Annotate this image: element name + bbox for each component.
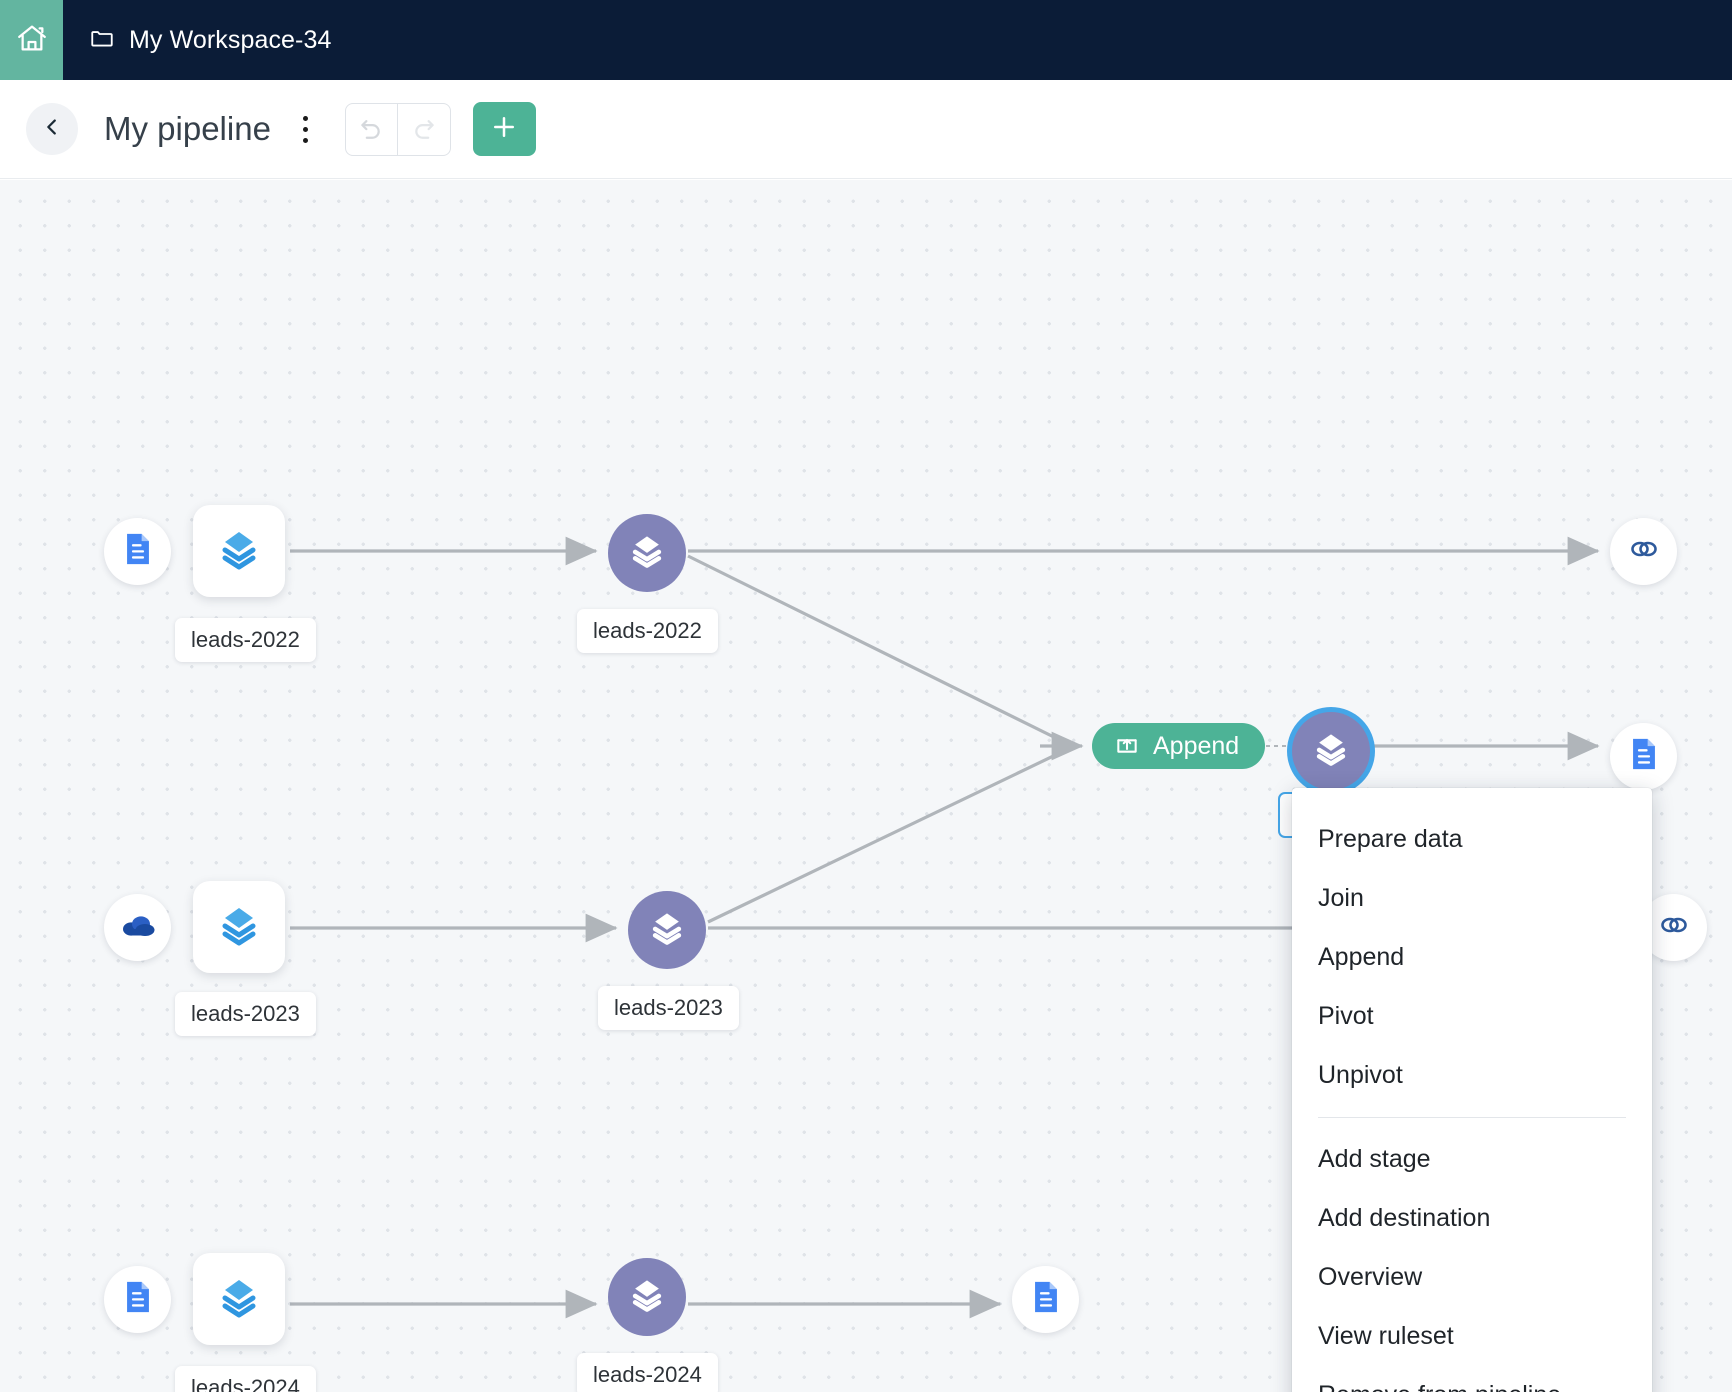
document-icon bbox=[1031, 1280, 1061, 1319]
menu-item-add-destination[interactable]: Add destination bbox=[1318, 1204, 1491, 1232]
menu-item-join[interactable]: Join bbox=[1318, 884, 1364, 912]
dataset-node-append-selected[interactable] bbox=[1292, 712, 1370, 790]
pipeline-options-menu-button[interactable] bbox=[293, 109, 319, 149]
dataset-label-leads-2024[interactable]: leads-2024 bbox=[577, 1353, 718, 1392]
node-context-menu: Prepare data Join Append Pivot Unpivot A… bbox=[1292, 788, 1652, 1392]
pipeline-toolbar: My pipeline bbox=[0, 80, 1732, 179]
stage-label-leads-2022[interactable]: leads-2022 bbox=[175, 618, 316, 662]
layers-blue-icon bbox=[216, 902, 262, 953]
plus-icon bbox=[489, 112, 519, 147]
undo-redo-group bbox=[344, 102, 451, 156]
add-button[interactable] bbox=[472, 102, 536, 156]
layers-white-icon bbox=[1310, 728, 1352, 775]
dataset-node-leads-2023[interactable] bbox=[628, 891, 706, 969]
menu-item-add-stage[interactable]: Add stage bbox=[1318, 1145, 1431, 1173]
page-title: My pipeline bbox=[104, 110, 271, 147]
menu-item-remove-from-pipeline[interactable]: Remove from pipeline bbox=[1292, 1366, 1652, 1392]
dataset-label-leads-2023[interactable]: leads-2023 bbox=[598, 986, 739, 1030]
back-button[interactable] bbox=[26, 103, 78, 155]
source-node-leads-2024[interactable] bbox=[104, 1266, 171, 1333]
menu-item-overview[interactable]: Overview bbox=[1318, 1263, 1423, 1291]
link-chain-icon bbox=[1626, 531, 1662, 572]
menu-item-view-ruleset[interactable]: View ruleset bbox=[1318, 1322, 1454, 1350]
menu-item-pivot[interactable]: Pivot bbox=[1318, 1002, 1374, 1030]
undo-button[interactable] bbox=[346, 103, 398, 155]
chevron-left-icon bbox=[41, 116, 63, 143]
document-icon bbox=[123, 1280, 153, 1319]
more-vertical-icon bbox=[303, 126, 309, 132]
stage-node-leads-2023[interactable] bbox=[193, 881, 285, 973]
dataset-label-leads-2022[interactable]: leads-2022 bbox=[577, 609, 718, 653]
layers-blue-icon bbox=[216, 526, 262, 577]
link-chain-icon bbox=[1656, 907, 1692, 948]
append-upload-icon bbox=[1114, 730, 1140, 763]
home-button[interactable] bbox=[0, 0, 63, 80]
pipeline-canvas[interactable]: leads-2022 leads-2022 bbox=[0, 180, 1732, 1392]
pipeline-edges bbox=[290, 536, 1628, 1319]
layers-white-icon bbox=[646, 907, 688, 954]
operation-node-append[interactable]: Append bbox=[1092, 723, 1266, 769]
more-vertical-icon bbox=[303, 115, 309, 121]
folder-icon bbox=[89, 25, 115, 56]
destination-node-document-append[interactable] bbox=[1610, 723, 1677, 790]
top-bar: My Workspace-34 bbox=[0, 0, 1732, 80]
undo-icon bbox=[357, 113, 385, 146]
destination-node-document-2024[interactable] bbox=[1012, 1266, 1079, 1333]
workspace-name: My Workspace-34 bbox=[129, 25, 332, 54]
stage-label-leads-2023[interactable]: leads-2023 bbox=[175, 992, 316, 1036]
menu-divider bbox=[1318, 1117, 1626, 1118]
menu-item-prepare-data[interactable]: Prepare data bbox=[1318, 825, 1463, 853]
layers-white-icon bbox=[626, 530, 668, 577]
redo-icon bbox=[410, 113, 438, 146]
dataset-node-leads-2024[interactable] bbox=[608, 1258, 686, 1336]
cloud-icon bbox=[120, 912, 156, 943]
destination-node-link-2022[interactable] bbox=[1610, 518, 1677, 585]
dataset-node-leads-2022[interactable] bbox=[608, 514, 686, 592]
breadcrumb[interactable]: My Workspace-34 bbox=[63, 0, 332, 80]
source-node-leads-2022[interactable] bbox=[104, 518, 171, 585]
stage-node-leads-2024[interactable] bbox=[193, 1253, 285, 1345]
document-icon bbox=[1629, 737, 1659, 776]
home-icon bbox=[15, 21, 49, 60]
source-node-leads-2023[interactable] bbox=[104, 894, 171, 961]
more-vertical-icon bbox=[303, 137, 309, 143]
document-icon bbox=[123, 532, 153, 571]
layers-white-icon bbox=[626, 1274, 668, 1321]
layers-blue-icon bbox=[216, 1274, 262, 1325]
redo-button[interactable] bbox=[398, 104, 450, 155]
stage-label-leads-2024[interactable]: leads-2024 bbox=[175, 1366, 316, 1392]
stage-node-leads-2022[interactable] bbox=[193, 505, 285, 597]
menu-item-unpivot[interactable]: Unpivot bbox=[1318, 1061, 1403, 1089]
menu-item-append[interactable]: Append bbox=[1318, 943, 1405, 971]
operation-label-append: Append bbox=[1153, 731, 1240, 760]
